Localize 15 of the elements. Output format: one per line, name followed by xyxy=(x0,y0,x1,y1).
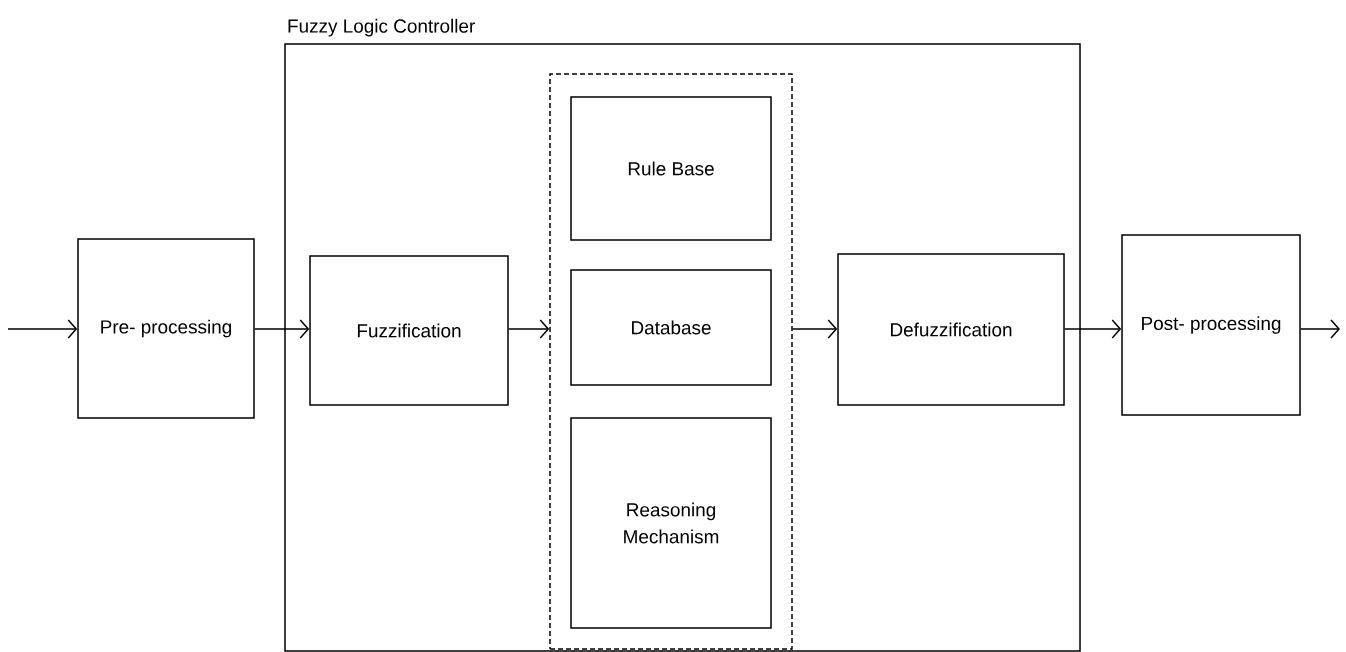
process-box: Post- processing xyxy=(1121,234,1301,416)
process-box: Reasoning Mechanism xyxy=(570,417,772,629)
group-box xyxy=(549,73,793,650)
node-label: Fuzzy Logic Controller xyxy=(288,18,475,37)
arrow xyxy=(792,319,838,339)
process-box: Rule Base xyxy=(570,96,772,241)
arrow xyxy=(7,319,78,339)
process-box: Database xyxy=(570,269,772,386)
arrow xyxy=(1064,319,1122,339)
arrow xyxy=(508,319,550,339)
process-box: Fuzzification xyxy=(309,255,509,406)
process-box: Defuzzification xyxy=(837,253,1065,406)
process-box: Pre- processing xyxy=(77,238,255,419)
arrow xyxy=(254,319,310,339)
arrow xyxy=(1300,319,1341,339)
